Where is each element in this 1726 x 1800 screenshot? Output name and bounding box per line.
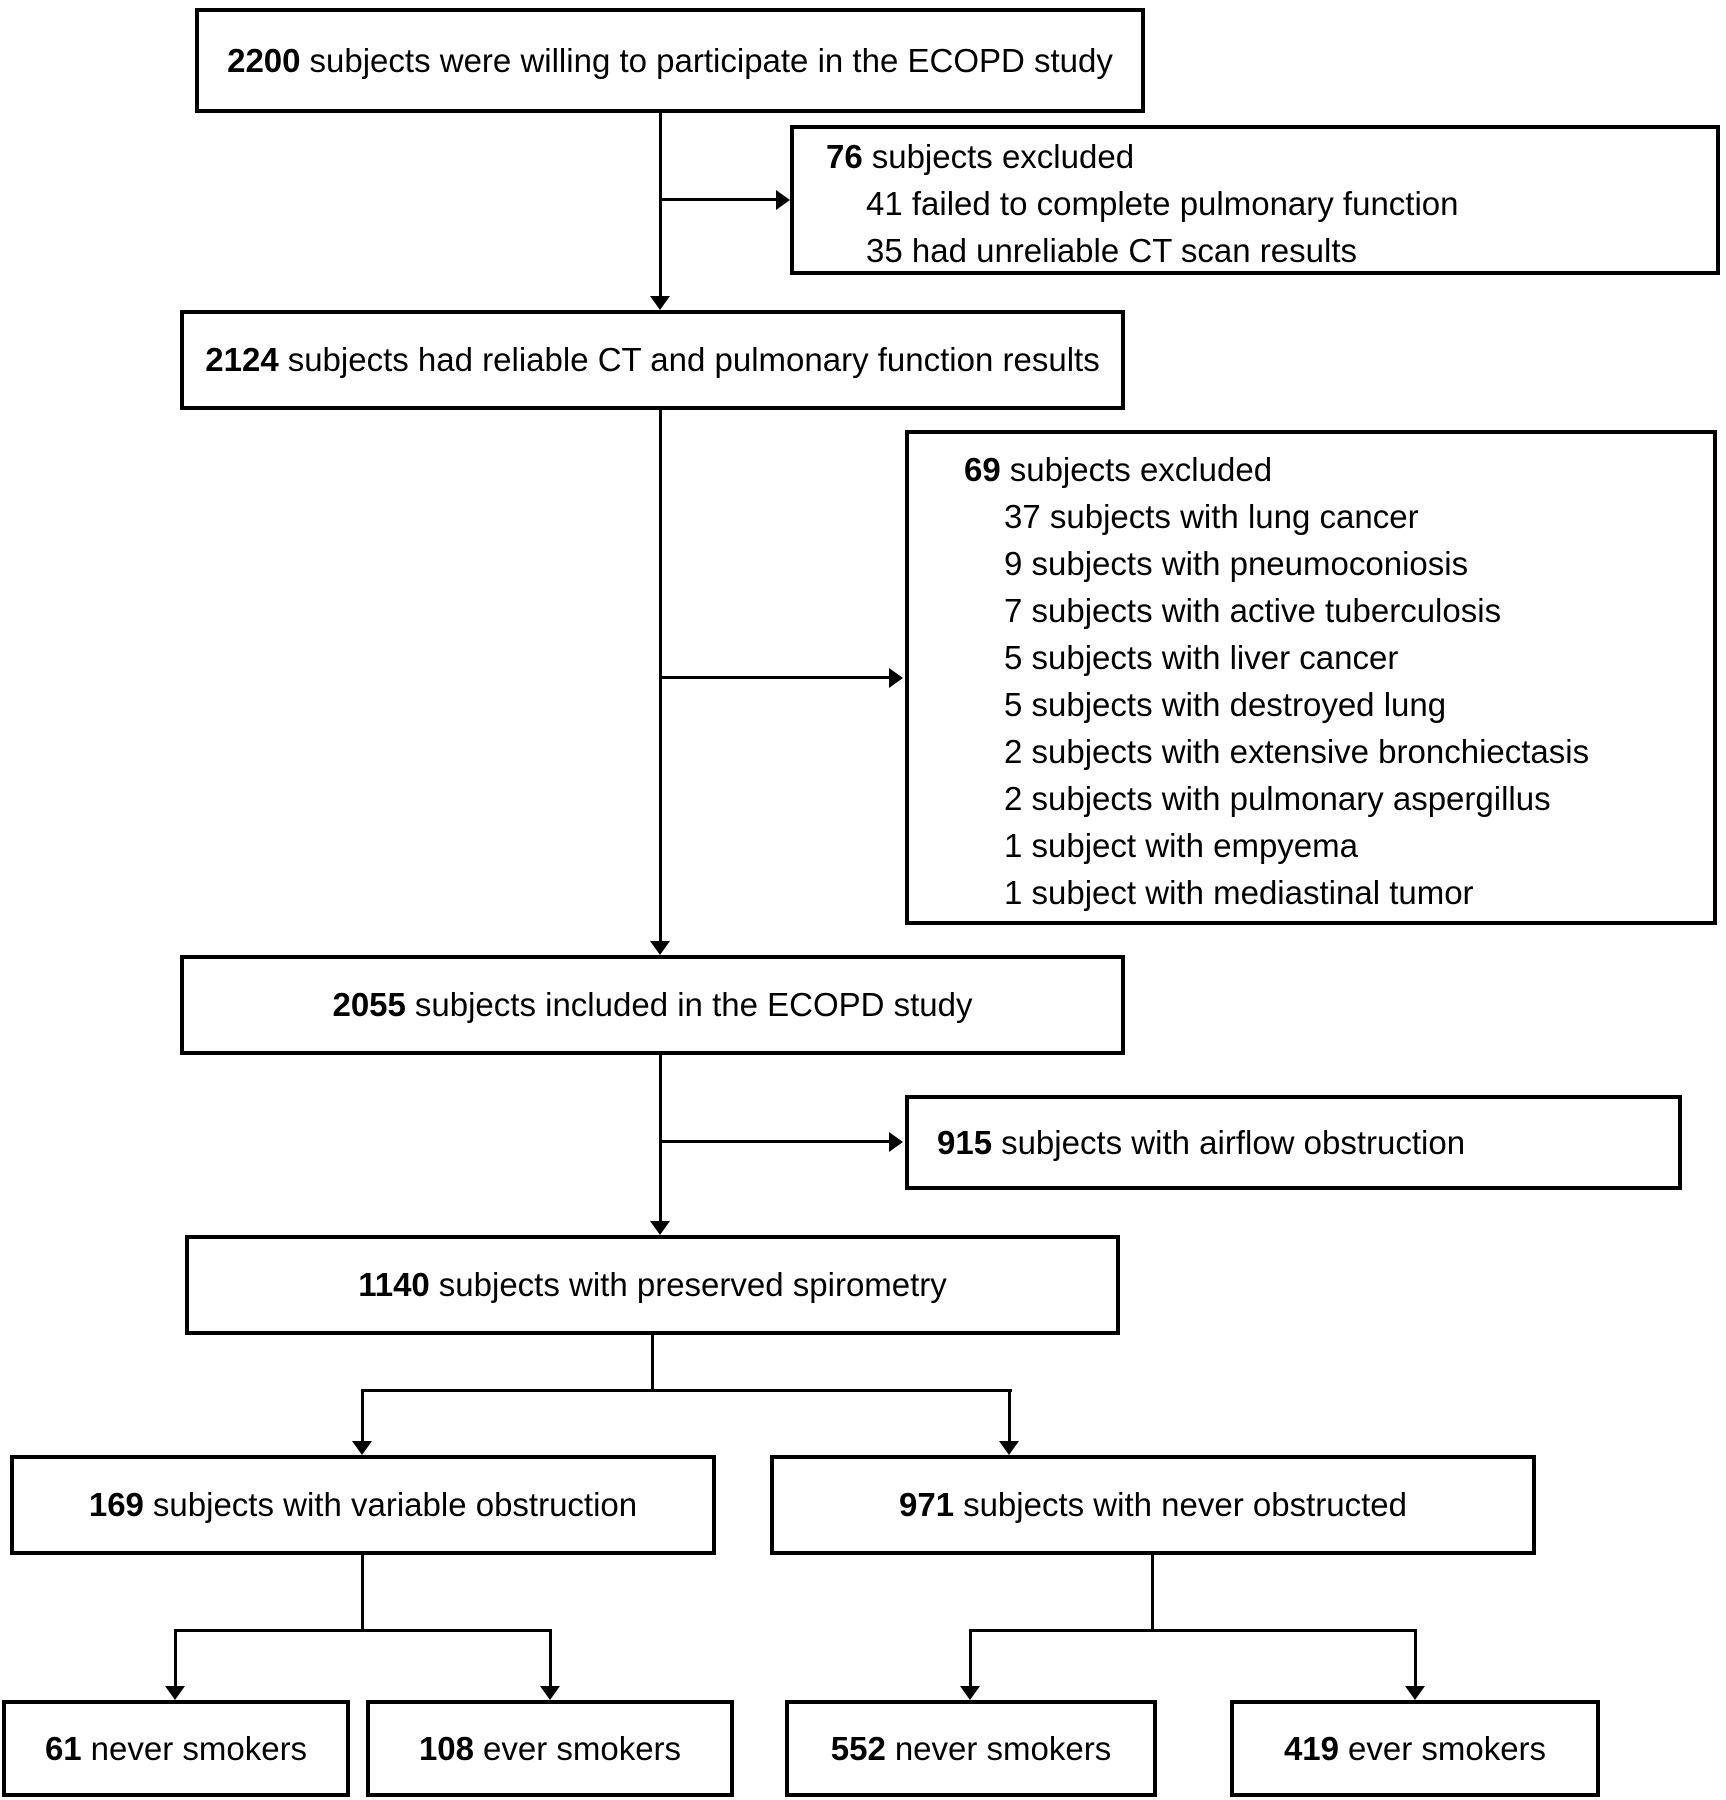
excluded-69-content: 69 subjects excluded 37 subjects with lu… [909,434,1713,916]
arrowhead-down [165,1686,185,1700]
box-excluded-69: 69 subjects excluded 37 subjects with lu… [905,430,1717,925]
flow-line [1008,1392,1011,1441]
count-included: 2055 [332,986,406,1024]
excluded-69-item: 1 subject with mediastinal tumor [1004,873,1474,911]
flow-line [651,1335,654,1392]
count-variable: 169 [88,1486,144,1524]
label-vo-ever-smokers: ever smokers [483,1729,682,1767]
count-vo-ever-smokers: 108 [418,1729,474,1767]
box-excluded-76: 76 subjects excluded 41 failed to comple… [790,125,1720,275]
box-vo-ever-smokers: 108 ever smokers [366,1700,734,1797]
excluded-69-item: 9 subjects with pneumoconiosis [1004,544,1469,582]
label-no-ever-smokers: ever smokers [1348,1729,1547,1767]
flow-line [969,1629,1417,1632]
flow-line [549,1632,552,1686]
arrowhead-down [999,1441,1019,1455]
arrowhead-down [650,1221,670,1235]
arrowhead-right [889,668,903,688]
label-never-obstructed: subjects with never obstructed [963,1486,1407,1524]
arrowhead-right [889,1132,903,1152]
count-vo-never-smokers: 61 [44,1729,82,1767]
excluded-76-content: 76 subjects excluded 41 failed to comple… [794,129,1716,274]
count-excluded-69: 69 [964,450,1001,488]
flow-line [361,1555,364,1632]
box-variable-obstruction: 169 subjects with variable obstruction [10,1455,716,1555]
flow-line [969,1632,972,1686]
excluded-69-item: 1 subject with empyema [1004,826,1358,864]
count-reliable: 2124 [205,341,279,379]
excluded-69-item: 5 subjects with destroyed lung [1004,685,1447,723]
excluded-76-title: 76 subjects excluded [826,133,1716,180]
box-airflow-obstruction: 915 subjects with airflow obstruction [905,1095,1682,1190]
arrowhead-right [776,190,790,210]
count-excluded-76: 76 [826,137,863,175]
count-no-ever-smokers: 419 [1283,1729,1339,1767]
excluded-69-item: 7 subjects with active tuberculosis [1004,591,1502,629]
label-airflow: subjects with airflow obstruction [1001,1123,1466,1161]
label-variable: subjects with variable obstruction [152,1486,638,1524]
flow-line [361,1392,364,1441]
excluded-76-item: 41 failed to complete pulmonary function [866,184,1459,222]
label-vo-never-smokers: never smokers [90,1729,308,1767]
label-no-never-smokers: never smokers [894,1729,1112,1767]
count-willing: 2200 [227,41,301,79]
label-willing: subjects were willing to participate in … [309,41,1113,79]
box-reliable-results: 2124 subjects had reliable CT and pulmon… [180,310,1125,410]
excluded-69-item: 37 subjects with lung cancer [1004,497,1419,535]
box-no-ever-smokers: 419 ever smokers [1230,1700,1600,1797]
arrowhead-down [352,1441,372,1455]
excluded-69-item: 2 subjects with extensive bronchiectasis [1004,732,1590,770]
label-included: subjects included in the ECOPD study [414,986,973,1024]
count-never-obstructed: 971 [899,1486,955,1524]
label-excluded-76: subjects excluded [871,137,1135,175]
flow-line [659,410,662,941]
excluded-69-title: 69 subjects excluded [964,446,1713,493]
box-included-ecopd: 2055 subjects included in the ECOPD stud… [180,955,1125,1055]
box-willing-to-participate: 2200 subjects were willing to participat… [195,8,1145,113]
box-no-never-smokers: 552 never smokers [785,1700,1157,1797]
flow-line [1151,1555,1154,1632]
arrowhead-down [960,1686,980,1700]
count-no-never-smokers: 552 [830,1729,886,1767]
arrowhead-down [540,1686,560,1700]
flow-line [361,1389,1012,1392]
flow-line [174,1632,177,1686]
flow-line [1414,1632,1417,1686]
excluded-69-item: 2 subjects with pulmonary aspergillus [1004,779,1551,817]
count-airflow: 915 [937,1123,993,1161]
box-vo-never-smokers: 61 never smokers [2,1700,350,1797]
label-excluded-69: subjects excluded [1009,450,1273,488]
arrowhead-down [650,296,670,310]
excluded-76-item: 35 had unreliable CT scan results [866,231,1358,269]
arrowhead-down [1405,1686,1425,1700]
flow-line [660,1140,889,1143]
box-preserved-spirometry: 1140 subjects with preserved spirometry [185,1235,1120,1335]
flow-line [174,1629,552,1632]
flow-line [660,676,889,679]
flow-line [659,1055,662,1221]
excluded-69-item: 5 subjects with liver cancer [1004,638,1399,676]
flow-line [659,113,662,296]
label-preserved: subjects with preserved spirometry [438,1266,947,1304]
box-never-obstructed: 971 subjects with never obstructed [770,1455,1536,1555]
arrowhead-down [650,941,670,955]
flow-line [660,198,778,201]
label-reliable: subjects had reliable CT and pulmonary f… [287,341,1100,379]
count-preserved: 1140 [358,1266,430,1304]
